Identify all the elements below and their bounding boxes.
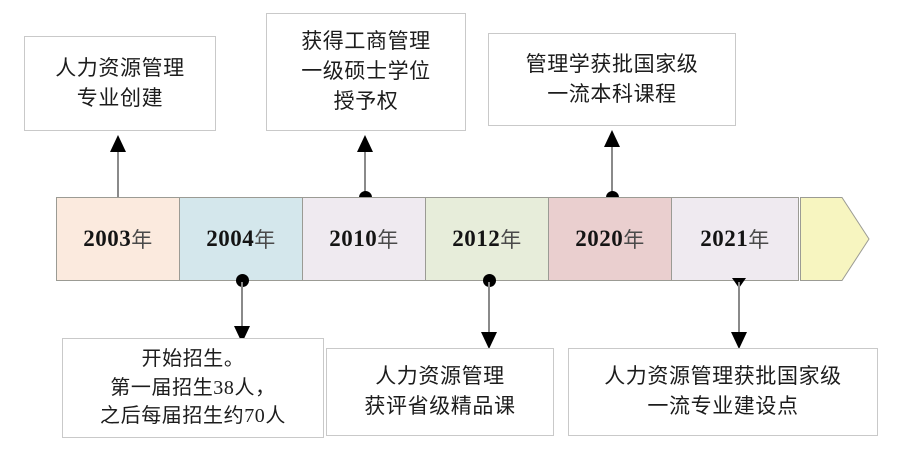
segment-year-label: 2004 [206, 226, 255, 251]
callout-line: 开始招生。 [141, 348, 245, 371]
callout-line: 获得工商管理 [301, 29, 431, 54]
segment-year-label: 2010 [329, 226, 378, 251]
connector-arrow-up-2010 [357, 135, 373, 152]
callout-line: 获评省级精品课 [364, 394, 516, 418]
connector-arrow-up-2020 [604, 130, 620, 147]
callout-line: 人力资源管理 [375, 364, 505, 389]
connector-arrow-up-2003 [110, 135, 126, 152]
callout-line: 一流专业建设点 [647, 394, 799, 418]
segment-year-suffix: 年 [748, 228, 770, 252]
segment-year-suffix: 年 [500, 228, 522, 252]
timeline-marker-dot-2004 [236, 274, 249, 287]
connector-line-2003 [117, 140, 119, 198]
connector-line-2021 [738, 282, 740, 334]
segment-year-suffix: 年 [377, 228, 399, 252]
callout-box-2004: 开始招生。 第一届招生38人， 之后每届招生约70人 [62, 338, 324, 438]
callout-line: 一级硕士学位 [301, 59, 431, 84]
segment-year-suffix: 年 [131, 228, 153, 252]
callout-line: 人力资源管理获批国家级 [604, 364, 842, 389]
segment-year-label: 2020 [575, 226, 624, 251]
segment-year-label: 2021 [700, 226, 749, 251]
callout-line: 授予权 [333, 88, 399, 113]
callout-line: 管理学获批国家级 [525, 51, 699, 76]
callout-box-2010: 获得工商管理 一级硕士学位 授予权 [266, 13, 466, 131]
callout-line: 人力资源管理 [55, 55, 185, 80]
segment-year-label: 2012 [452, 226, 501, 251]
callout-line: 第一届招生38人， [110, 376, 276, 399]
connector-arrow-down-2012 [481, 332, 497, 349]
callout-box-2012: 人力资源管理 获评省级精品课 [326, 348, 554, 436]
segment-year-suffix: 年 [254, 228, 276, 252]
callout-box-2020: 管理学获批国家级 一流本科课程 [488, 33, 736, 126]
callout-line: 之后每届招生约70人 [100, 405, 286, 428]
connector-arrow-down-2021 [731, 332, 747, 349]
callout-box-2021: 人力资源管理获批国家级 一流专业建设点 [568, 348, 878, 436]
connector-line-2010 [364, 140, 366, 198]
segment-year-suffix: 年 [623, 228, 645, 252]
timeline-arrow-tip [800, 197, 870, 281]
callout-line: 一流本科课程 [547, 81, 677, 106]
segment-year-label: 2003 [83, 226, 132, 251]
timeline-marker-dot-2012 [483, 274, 496, 287]
connector-line-2020 [611, 135, 613, 198]
connector-line-2012 [488, 282, 490, 334]
callout-line: 专业创建 [76, 85, 164, 110]
callout-box-2003: 人力资源管理 专业创建 [24, 36, 216, 131]
connector-line-2004 [241, 282, 243, 328]
